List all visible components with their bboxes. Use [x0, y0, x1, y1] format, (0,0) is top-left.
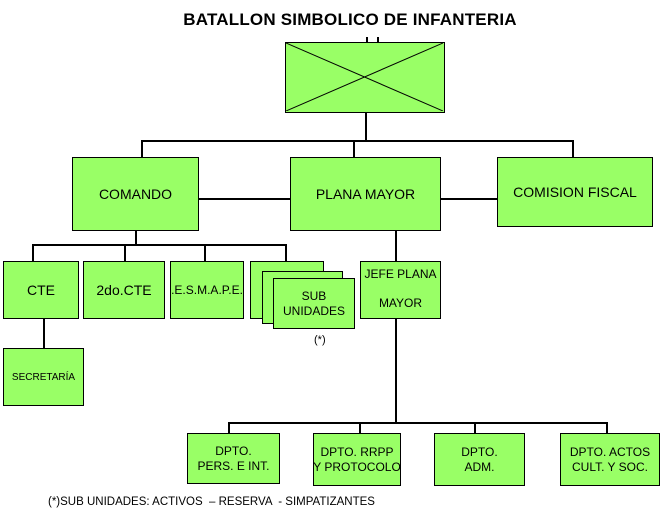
connector-plana-mayor — [353, 140, 355, 157]
esmape-box[interactable]: .E.S.M.A.P.E. — [170, 261, 244, 319]
jefe-plana-mayor-label-line1: JEFE PLANA — [364, 267, 437, 281]
department-label-line1: DPTO. — [461, 444, 498, 459]
jefe-plana-mayor-label-line2: MAYOR — [378, 296, 423, 310]
connector-dept-4 — [606, 422, 608, 433]
segundo-cte-label: 2do.CTE — [96, 281, 152, 298]
sub-unidades-label-line1: SUB — [301, 288, 327, 303]
cte-label: CTE — [27, 281, 55, 298]
connector-plana-jefe — [395, 230, 397, 261]
department-label-line2: CULT. Y SOC. — [571, 459, 649, 474]
sub-unidades-label-line2: UNIDADES — [282, 303, 345, 318]
connector-cte-secretaria — [43, 318, 45, 348]
footnote: (*)SUB UNIDADES: ACTIVOS – RESERVA - SIM… — [48, 496, 375, 508]
connector-cte — [32, 244, 34, 261]
department-box[interactable]: DPTO. RRPP Y PROTOCOLO — [313, 433, 401, 486]
plana-mayor-box[interactable]: PLANA MAYOR — [290, 157, 441, 231]
connector-comando-children-bar — [32, 244, 286, 246]
comision-fiscal-box[interactable]: COMISION FISCAL — [497, 157, 653, 227]
connector-plana-comision — [440, 198, 497, 200]
department-label-line2: Y PROTOCOLO — [313, 459, 401, 474]
sub-unidades-box[interactable]: SUB UNIDADES — [273, 278, 355, 329]
connector-dept-1 — [228, 422, 230, 433]
connector-comando-down — [135, 230, 137, 244]
connector-level1-bar — [141, 140, 573, 142]
department-label-line2: PERS. E INT. — [197, 458, 270, 473]
connector-2do-cte — [124, 244, 126, 261]
department-label-line2: ADM. — [464, 459, 495, 474]
segundo-cte-box[interactable]: 2do.CTE — [83, 261, 165, 319]
department-box[interactable]: DPTO. PERS. E INT. — [187, 433, 280, 484]
department-label-line1: DPTO. RRPP — [320, 444, 394, 459]
comision-fiscal-label: COMISION FISCAL — [513, 183, 637, 200]
connector-dept-2 — [359, 422, 361, 433]
sub-unidades-footnote-marker: (*) — [314, 334, 326, 346]
connector-sub-unidades — [285, 244, 287, 261]
esmape-label: .E.S.M.A.P.E. — [171, 282, 243, 297]
connector-esmape — [204, 244, 206, 261]
chart-title: BATALLON SIMBOLICO DE INFANTERIA — [183, 10, 517, 29]
comando-label: COMANDO — [98, 185, 173, 202]
jefe-plana-mayor-box[interactable]: JEFE PLANA MAYOR — [360, 261, 441, 319]
cte-box[interactable]: CTE — [3, 261, 79, 319]
infantry-unit-symbol — [285, 42, 445, 113]
connector-jefe-down — [395, 318, 397, 422]
plana-mayor-label: PLANA MAYOR — [315, 185, 416, 202]
connector-comando — [141, 140, 143, 157]
secretaria-box[interactable]: SECRETARÍA — [3, 348, 84, 406]
comando-box[interactable]: COMANDO — [72, 157, 199, 231]
top-tick-left — [366, 37, 368, 42]
department-box[interactable]: DPTO. ADM. — [434, 433, 525, 486]
connector-comando-plana — [198, 198, 290, 200]
department-box[interactable]: DPTO. ACTOS CULT. Y SOC. — [560, 433, 660, 486]
infantry-x-icon — [286, 43, 443, 111]
connector-dept-3 — [474, 422, 476, 433]
connector-top-down — [365, 112, 367, 140]
secretaria-label: SECRETARÍA — [11, 371, 76, 383]
top-tick-right — [377, 37, 379, 42]
connector-comision-fiscal — [572, 140, 574, 157]
connector-departments-bar — [228, 422, 607, 424]
department-label-line1: DPTO. ACTOS — [569, 444, 651, 459]
department-label-line1: DPTO. — [215, 443, 252, 458]
